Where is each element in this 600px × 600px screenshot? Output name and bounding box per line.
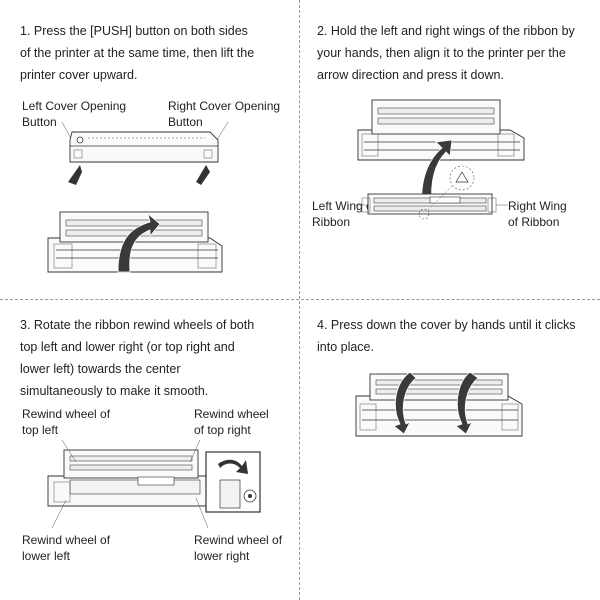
- step-1-text: 1. Press the [PUSH] button on both sides…: [20, 24, 255, 82]
- rewind-lower-left-label: Rewind wheel of lower left: [22, 533, 111, 563]
- left-cover-button-label: Left Cover Opening Button: [22, 99, 127, 129]
- vertical-divider: [299, 0, 300, 600]
- step-1-panel: 1. Press the [PUSH] button on both sides…: [0, 0, 300, 300]
- printer-closed-illustration: [47, 121, 229, 273]
- right-wing-label: Right Wing of Ribbon: [508, 199, 567, 229]
- rewind-top-left-label: Rewind wheel of top left: [22, 407, 111, 437]
- rewind-wheels-illustration: [47, 439, 261, 529]
- step-4-panel: 4. Press down the cover by hands until i…: [300, 300, 600, 600]
- right-cover-button-label: Right Cover Opening Button: [168, 99, 281, 129]
- step-2-panel: 2. Hold the left and right wings of the …: [300, 0, 600, 300]
- step-4-text: 4. Press down the cover by hands until i…: [317, 318, 576, 354]
- step-3-panel: 3. Rotate the ribbon rewind wheels of bo…: [0, 300, 300, 600]
- step-2-text: 2. Hold the left and right wings of the …: [317, 24, 575, 82]
- rewind-top-right-label: Rewind wheel of top right: [194, 407, 269, 437]
- step-3-text: 3. Rotate the ribbon rewind wheels of bo…: [20, 318, 255, 398]
- horizontal-divider: [0, 299, 600, 300]
- ribbon-insert-illustration: [354, 99, 525, 220]
- left-wing-label: Left Wing of Ribbon: [312, 199, 377, 229]
- rewind-lower-right-label: Rewind wheel of lower right: [194, 533, 283, 563]
- press-cover-illustration: [355, 371, 523, 437]
